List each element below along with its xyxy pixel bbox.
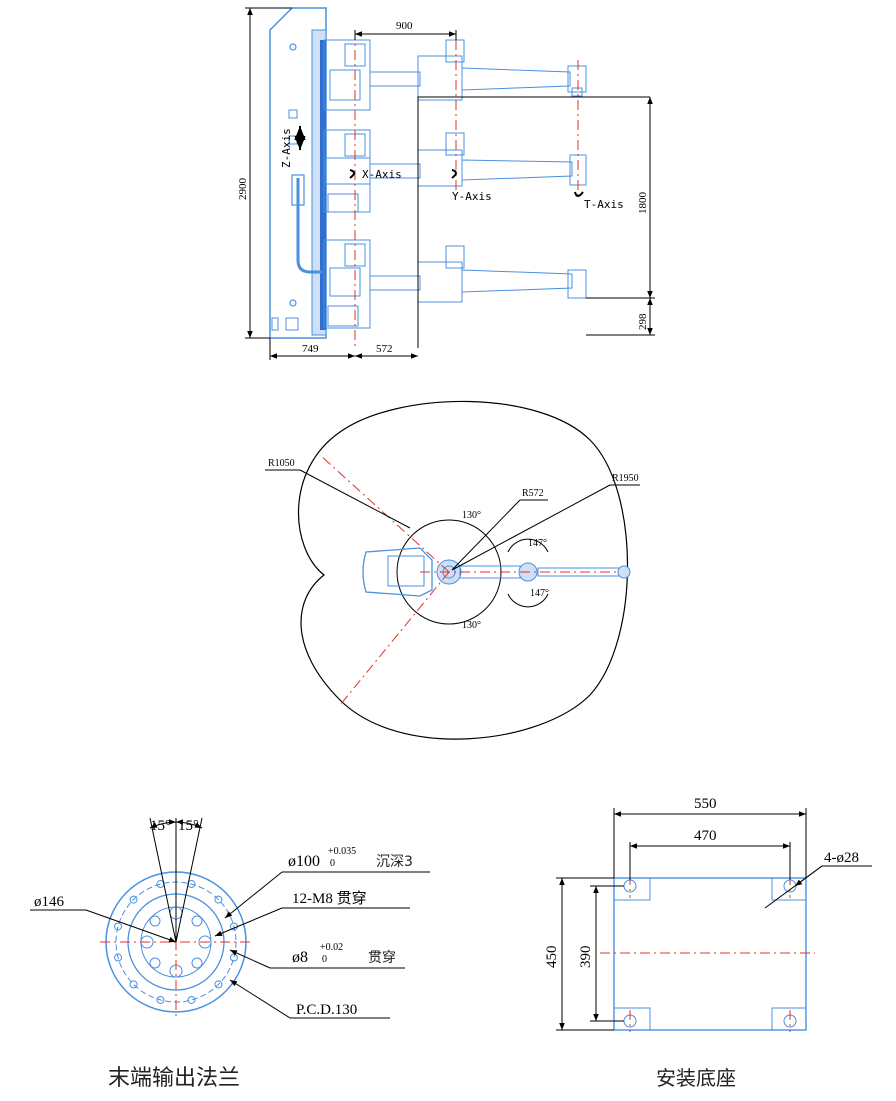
y-axis-label: Y-Axis: [452, 190, 492, 203]
svg-text:298: 298: [637, 313, 649, 330]
angle-130-bottom: 130°: [462, 620, 481, 631]
work-envelope-outline: [298, 400, 629, 740]
end-flange-drawing: 15° 15° ø146 ø100 +0.035 0 沉深3 12-M8 贯穿 …: [30, 817, 430, 1091]
angle-147-top: 147°: [528, 538, 547, 549]
bolt-hole: [214, 980, 223, 989]
phi8-note: 贯穿: [368, 950, 396, 966]
x-axis-rotation-icon: [349, 169, 355, 179]
phi100-tolerance-upper: +0.035: [328, 846, 356, 857]
svg-text:1800: 1800: [637, 192, 649, 215]
r572-label: R572: [522, 488, 544, 499]
phi8-label: ø8: [292, 949, 308, 966]
phi100-tolerance-lower: 0: [330, 858, 335, 869]
z-axis-column: [269, 7, 327, 339]
bolt-hole: [129, 895, 138, 904]
phi100-note: 沉深3: [376, 854, 413, 870]
dim-550: 550: [694, 796, 717, 812]
arm-bottom: [323, 239, 587, 329]
svg-text:749: 749: [302, 343, 319, 355]
y-axis-rotation-icon: [451, 169, 457, 179]
dim-470: 470: [694, 828, 717, 844]
r1050-label: R1050: [268, 458, 295, 469]
bolt-hole: [114, 922, 123, 931]
dim-450: 450: [544, 946, 560, 969]
r1950-label: R1950: [612, 473, 639, 484]
robot-base-top: [362, 547, 433, 597]
phi100-label: ø100: [288, 853, 320, 870]
phi8-tolerance-lower: 0: [322, 954, 327, 965]
flange-caption: 末端输出法兰: [108, 1066, 240, 1091]
phi146-label: ø146: [34, 894, 65, 910]
angle-15-right: 15°: [178, 818, 199, 834]
z-axis-label: Z-Axis: [280, 128, 293, 168]
bolt-hole: [129, 980, 138, 989]
t-axis-label: T-Axis: [584, 198, 624, 211]
base-caption: 安装底座: [656, 1066, 736, 1090]
arm-middle: [323, 129, 587, 213]
dim-900: 900: [354, 20, 457, 40]
angle-130-top: 130°: [462, 510, 481, 521]
mounting-base-drawing: 550 470 4-ø28 450 390 安装底座: [544, 796, 872, 1090]
side-view: Z-Axis: [237, 7, 655, 360]
pcd-label: P.C.D.130: [296, 1002, 357, 1018]
dim-2900: 2900: [237, 7, 292, 339]
m8-label: 12-M8 贯穿: [292, 890, 367, 907]
phi8-tolerance-upper: +0.02: [320, 942, 343, 953]
bolt-hole: [156, 995, 165, 1004]
bolt-hole: [114, 953, 123, 962]
bolt-hole: [187, 995, 196, 1004]
t-axis-rotation-icon: [574, 191, 584, 197]
svg-text:572: 572: [376, 343, 393, 355]
bolt-hole: [229, 953, 238, 962]
top-view: R1050 R572 R1950 130° 130° 147° 147°: [265, 400, 640, 740]
arm-top: [323, 39, 587, 111]
dim-390: 390: [578, 946, 594, 969]
dim-749: 749: [269, 338, 355, 360]
holes-label: 4-ø28: [824, 850, 859, 866]
dim-298: 298: [637, 298, 653, 335]
dim-1800: 1800: [637, 97, 653, 298]
x-axis-label: X-Axis: [362, 168, 402, 181]
dim-572: 572: [355, 343, 418, 359]
svg-text:900: 900: [396, 20, 413, 32]
angle-15-left: 15°: [150, 818, 171, 834]
angle-147-bottom: 147°: [530, 588, 549, 599]
bolt-hole: [214, 895, 223, 904]
svg-text:2900: 2900: [237, 178, 249, 201]
